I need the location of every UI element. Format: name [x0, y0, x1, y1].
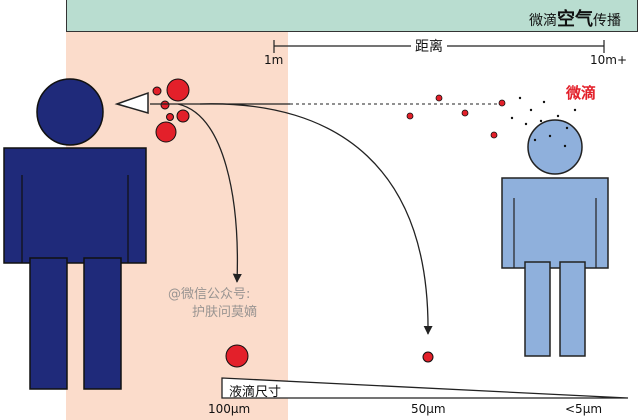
micro-droplet — [573, 108, 577, 112]
size-tick-5um: <5μm — [565, 402, 603, 416]
watermark: @微信公众号: 护肤问莫嫡 — [168, 286, 257, 322]
droplet — [166, 78, 190, 102]
droplet — [152, 86, 162, 96]
droplet — [166, 113, 174, 121]
source-person-torso — [3, 147, 147, 264]
receiver-person-figure — [501, 119, 609, 357]
droplet-size-wedge — [221, 377, 629, 399]
source-person-left-leg — [29, 257, 68, 390]
receiver-person-torso — [501, 177, 609, 269]
micro-droplet — [529, 108, 533, 112]
receiver-person-left-leg — [524, 261, 551, 357]
droplet-label: 微滴 — [566, 84, 597, 102]
size-tick-100um: 100μm — [208, 402, 251, 416]
droplet — [406, 112, 414, 120]
droplet — [155, 121, 177, 143]
source-person-head — [36, 78, 104, 146]
micro-droplet — [565, 126, 569, 130]
droplet — [176, 109, 190, 123]
distance-axis-label: 距离 — [411, 36, 447, 56]
fallen-large-droplet — [225, 344, 249, 368]
banner-suffix: 传播 — [593, 13, 621, 29]
mouth-emission-triangle — [114, 91, 149, 114]
medium-droplets — [406, 94, 506, 139]
distance-axis-start: 1m — [264, 53, 284, 67]
receiver-person-head — [527, 119, 583, 175]
droplet — [435, 94, 443, 102]
trajectory-arrow-short — [177, 103, 242, 283]
droplet — [461, 109, 469, 117]
micro-droplet — [542, 100, 546, 104]
size-axis-label: 液滴尺寸 — [229, 385, 282, 400]
micro-droplet — [539, 119, 543, 123]
micro-droplet — [533, 138, 537, 142]
banner-prefix: 微滴 — [529, 13, 557, 29]
droplet — [490, 131, 498, 139]
banner-highlight: 空气 — [557, 9, 593, 30]
size-tick-50um: 50μm — [411, 402, 446, 416]
micro-droplet — [563, 144, 567, 148]
trajectory-arrow-long — [199, 103, 433, 335]
micro-droplet — [518, 96, 522, 100]
source-person-right-leg — [83, 257, 122, 390]
micro-droplets — [510, 96, 577, 148]
droplet — [498, 99, 506, 107]
source-person-figure — [3, 78, 147, 390]
receiver-person-right-leg — [559, 261, 586, 357]
large-droplet-cluster — [152, 78, 190, 143]
watermark-line2: 护肤问莫嫡 — [192, 305, 258, 320]
fallen-medium-droplet — [422, 351, 434, 363]
droplet — [160, 100, 170, 110]
micro-droplet — [556, 114, 560, 118]
banner-title: 微滴空气传播 — [529, 5, 621, 31]
watermark-line1: @微信公众号: — [168, 287, 251, 302]
distance-axis-end: 10m+ — [590, 53, 628, 67]
micro-droplet — [524, 122, 528, 126]
transmission-banner: 微滴空气传播 — [66, 0, 638, 32]
micro-droplet — [548, 134, 552, 138]
micro-droplet — [510, 116, 514, 120]
